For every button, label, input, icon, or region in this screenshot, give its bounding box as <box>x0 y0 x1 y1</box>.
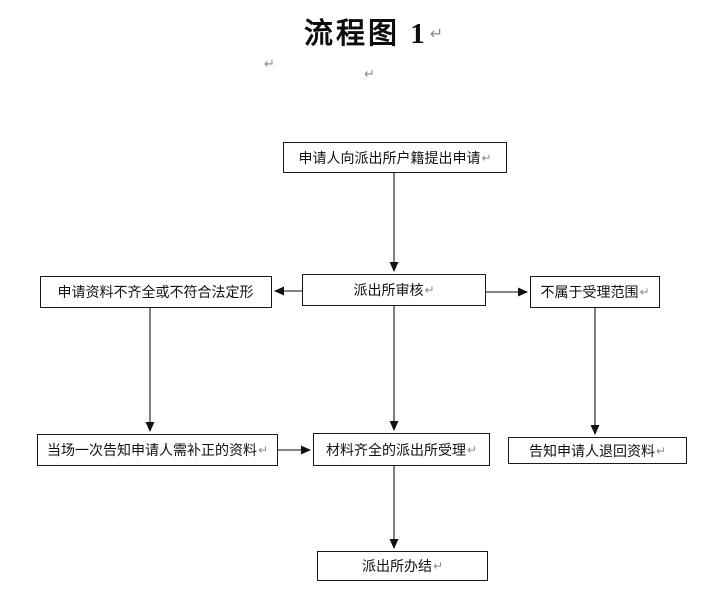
flow-box-apply: 申请人向派出所户籍提出申请↵ <box>283 142 507 173</box>
flow-box-label: 不属于受理范围 <box>540 284 639 300</box>
paragraph-mark-icon: ↵ <box>639 285 650 299</box>
paragraph-mark-icon: ↵ <box>424 283 435 297</box>
paragraph-mark-icon: ↵ <box>364 67 375 82</box>
flow-box-label: 告知申请人退回资料 <box>528 442 655 459</box>
flow-box-notify-correction: 当场一次告知申请人需补正的资料↵ <box>37 434 278 466</box>
paragraph-mark-icon: ↵ <box>466 442 478 457</box>
flow-box-label: 申请人向派出所户籍提出申请 <box>298 149 481 166</box>
paragraph-mark-icon: ↵ <box>655 443 667 458</box>
flow-box-review: 派出所审核↵ <box>302 274 486 306</box>
page-title-text: 流程图 1 <box>304 18 428 50</box>
paragraph-mark-icon: ↵ <box>481 150 492 165</box>
page-title: 流程图 1↵ <box>304 10 443 52</box>
flow-box-return-materials: 告知申请人退回资料↵ <box>508 437 687 464</box>
flow-box-label: 派出所审核 <box>353 282 424 298</box>
flow-box-label: 材料齐全的派出所受理 <box>325 441 466 458</box>
paragraph-mark-icon: ↵ <box>429 24 444 43</box>
paragraph-mark-icon: ↵ <box>257 443 269 457</box>
paragraph-mark-icon: ↵ <box>432 559 444 573</box>
flow-box-conclude: 派出所办结↵ <box>317 551 488 581</box>
flow-box-accept: 材料齐全的派出所受理↵ <box>313 433 490 466</box>
flow-box-label: 派出所办结 <box>361 558 432 574</box>
flow-box-label: 申请资料不齐全或不符合法定形 <box>57 284 254 300</box>
flow-box-incomplete: 申请资料不齐全或不符合法定形 <box>40 276 272 308</box>
paragraph-mark-icon: ↵ <box>264 57 275 72</box>
flow-box-not-in-scope: 不属于受理范围↵ <box>530 276 660 308</box>
flow-box-label: 当场一次告知申请人需补正的资料 <box>46 442 257 458</box>
